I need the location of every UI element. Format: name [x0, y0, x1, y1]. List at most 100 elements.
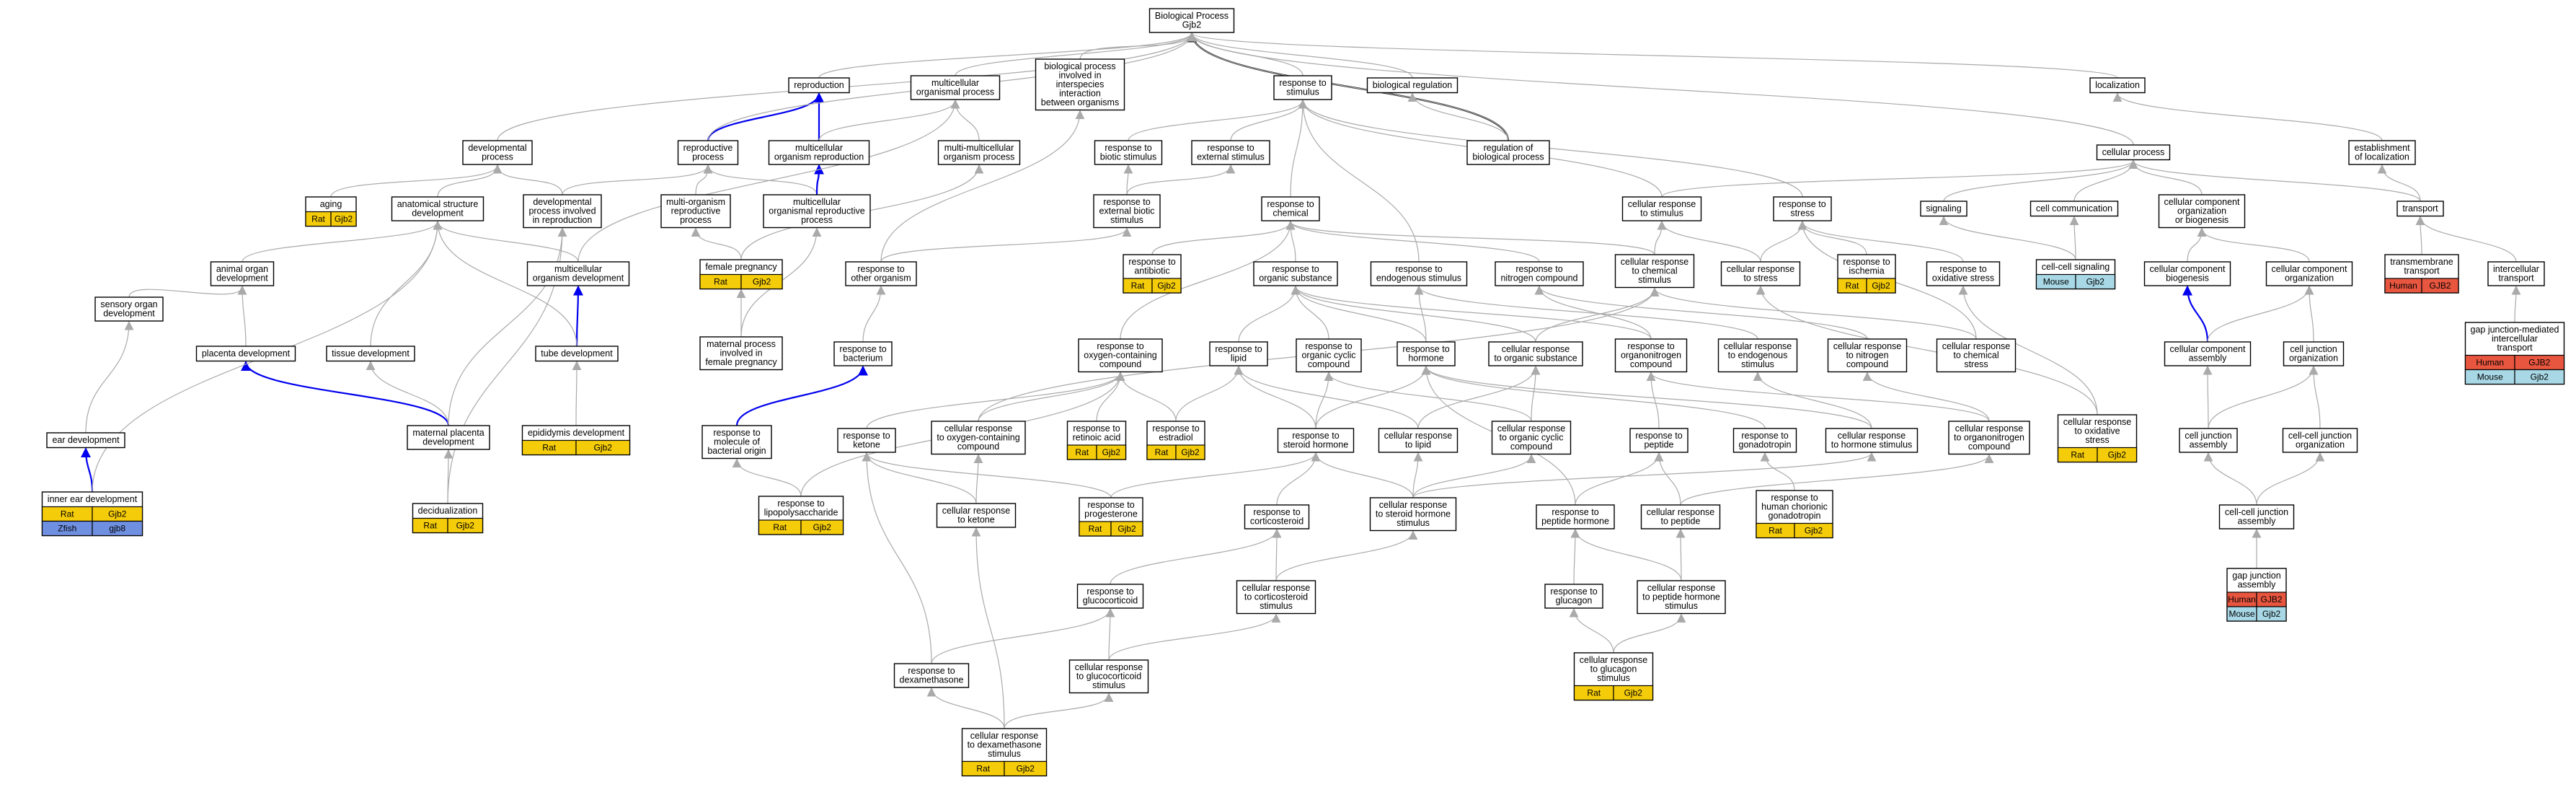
- go-node-eardev[interactable]: ear development: [46, 432, 125, 449]
- go-node-transport[interactable]: transport: [2396, 201, 2444, 217]
- go-node-tubedev[interactable]: tube development: [535, 346, 619, 362]
- go-node-placdev[interactable]: placenta development: [195, 346, 296, 362]
- go-node-cellcomm[interactable]: cell communication: [2030, 201, 2119, 217]
- go-node-local[interactable]: localization: [2089, 77, 2146, 94]
- go-node-tissdev[interactable]: tissue development: [326, 346, 415, 362]
- go-node-gjit[interactable]: gap junction-mediatedintercellulartransp…: [2464, 322, 2565, 385]
- go-node-signal[interactable]: signaling: [1920, 201, 1968, 217]
- go-node-cellproc[interactable]: cellular process: [2096, 144, 2171, 161]
- go-node-repro[interactable]: reproduction: [788, 77, 850, 94]
- go-node-bioreg[interactable]: biological regulation: [1366, 77, 1459, 94]
